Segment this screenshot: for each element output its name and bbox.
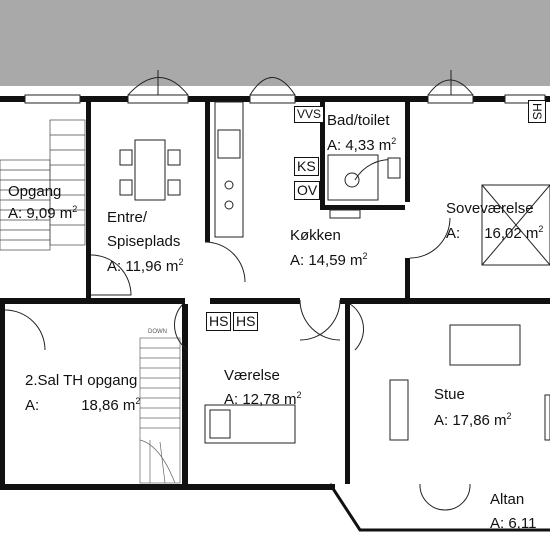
label-vaerelse-name: Værelse — [224, 367, 280, 384]
hs-box-1: HS — [206, 312, 232, 331]
outer-wall-left — [0, 300, 5, 490]
top-windows — [24, 70, 546, 104]
bed-vaerelse — [204, 404, 296, 444]
bed-sovevaerelse — [481, 184, 550, 266]
label-altan-name: Altan — [490, 491, 525, 508]
label-sove-name: Soveværelse — [446, 200, 534, 217]
label-entre-name: Entre/ — [107, 209, 148, 226]
label-stue-name: Stue — [434, 386, 465, 403]
hs-top-box: HS — [528, 100, 546, 123]
label-opgang-name: Opgang — [8, 183, 62, 200]
altan-outline — [328, 483, 550, 532]
label-opgang-area: A: 9,09 m2 — [8, 204, 78, 223]
door-swings — [4, 159, 451, 351]
ov-box: OV — [294, 181, 321, 200]
stairs-2sal — [139, 337, 181, 484]
label-bad-area: A: 4,33 m2 — [327, 136, 397, 155]
hs-box-2: HS — [233, 312, 259, 331]
label-altan-area: A: 6,11 — [490, 515, 537, 532]
bathroom-fixtures — [327, 154, 401, 219]
label-entre-area: A: 11,96 m2 — [107, 257, 184, 276]
sofas-stue — [389, 324, 550, 441]
outer-wall-bottom — [0, 484, 335, 490]
interior-walls — [0, 102, 550, 484]
label-bad-name: Bad/toilet — [327, 112, 390, 129]
label-stue-area: A: 17,86 m2 — [434, 411, 512, 430]
kitchen-counter — [214, 101, 244, 238]
vvs-box: VVS — [294, 106, 325, 123]
label-sove-area: A:16,02 m2 — [446, 224, 544, 243]
ks-box: KS — [294, 157, 319, 176]
label-salth-name: 2.Sal TH opgang — [25, 372, 138, 389]
label-kokken-name: Køkken — [290, 227, 341, 244]
label-vaerelse-area: A: 12,78 m2 — [224, 390, 302, 409]
dining-table — [119, 139, 181, 201]
label-entre-name2: Spiseplads — [107, 233, 181, 250]
roof-area — [0, 0, 550, 86]
altan-door — [419, 483, 471, 511]
stairs-opgang — [0, 119, 86, 251]
stair-down-label: DOWN — [148, 329, 167, 335]
label-salth-area: A:18,86 m2 — [25, 396, 141, 415]
label-kokken-area: A: 14,59 m2 — [290, 251, 368, 270]
